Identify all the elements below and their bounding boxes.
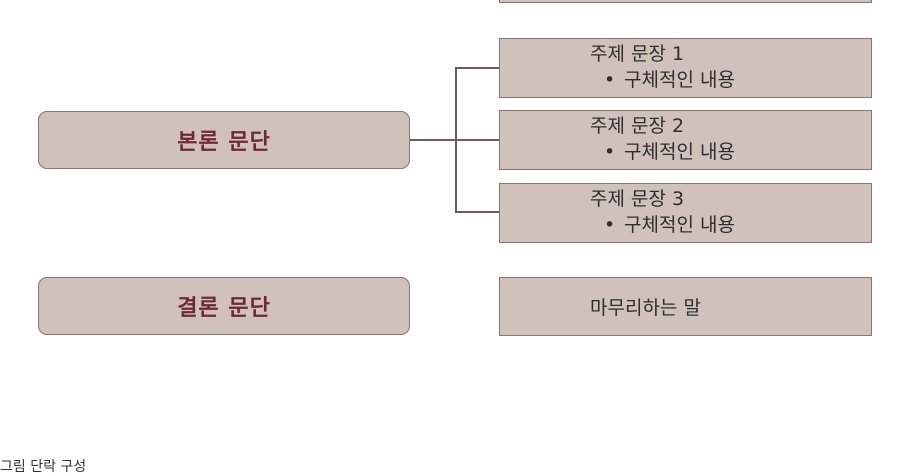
- connector-branch-1: [455, 67, 500, 69]
- topic-sentence-2: 주제 문장 2: [590, 115, 685, 137]
- topic-detail-2: • 구체적인 내용: [590, 139, 871, 165]
- connector-stem: [410, 139, 456, 141]
- topic-box-3: 주제 문장 3 • 구체적인 내용: [499, 183, 872, 243]
- bullet-icon: •: [604, 141, 616, 163]
- figure-caption: 그림 단락 구성: [0, 459, 87, 475]
- topic-detail-3: • 구체적인 내용: [590, 212, 871, 238]
- conclusion-paragraph-box: 결론 문단: [38, 277, 410, 335]
- topic-sentence-3: 주제 문장 3: [590, 188, 685, 210]
- previous-section-box: [499, 0, 872, 3]
- topic-detail-1: • 구체적인 내용: [590, 67, 871, 93]
- bullet-icon: •: [604, 214, 616, 236]
- conclusion-paragraph-label: 결론 문단: [177, 296, 271, 321]
- body-paragraph-box: 본론 문단: [38, 111, 410, 169]
- connector-branch-2: [455, 139, 500, 141]
- closing-remark-box: 마무리하는 말: [499, 277, 872, 336]
- topic-box-2: 주제 문장 2 • 구체적인 내용: [499, 110, 872, 170]
- topic-detail-1-text: 구체적인 내용: [624, 69, 735, 91]
- topic-detail-3-text: 구체적인 내용: [624, 214, 735, 236]
- closing-remark-text: 마무리하는 말: [590, 297, 701, 319]
- bullet-icon: •: [604, 69, 616, 91]
- topic-sentence-1: 주제 문장 1: [590, 43, 685, 65]
- topic-box-1: 주제 문장 1 • 구체적인 내용: [499, 38, 872, 98]
- body-paragraph-label: 본론 문단: [177, 130, 271, 155]
- connector-branch-3: [455, 211, 500, 213]
- topic-detail-2-text: 구체적인 내용: [624, 141, 735, 163]
